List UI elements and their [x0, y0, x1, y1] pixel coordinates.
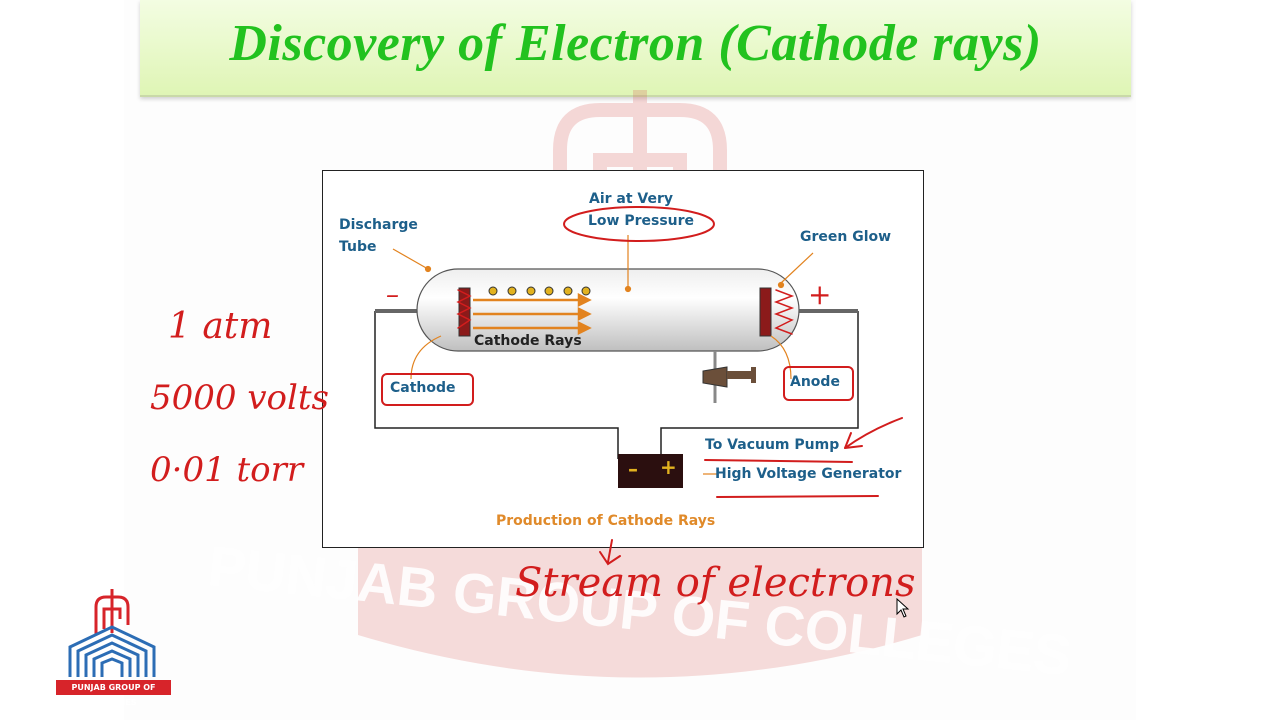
circuit-wire-right [660, 311, 859, 459]
label-low-pressure: Low Pressure [588, 213, 695, 229]
diagram-caption: Production of Cathode Rays [496, 513, 716, 529]
annotation-pressure-torr: 0·01 torr [150, 450, 304, 490]
label-cathode-rays: Cathode Rays [474, 333, 582, 349]
annotation-stream: Stream of electrons [515, 560, 916, 606]
cathode-ray-arrows [473, 292, 592, 336]
label-discharge: Discharge [339, 217, 418, 233]
college-logo-icon [68, 589, 156, 677]
label-anode: Anode [790, 374, 840, 390]
mouse-cursor-icon [896, 598, 910, 618]
label-tube: Tube [339, 239, 377, 255]
label-green-glow: Green Glow [800, 229, 892, 245]
annotation-plus: + [808, 278, 832, 311]
anode-plate [759, 287, 772, 337]
generator-plus-sign: + [660, 455, 677, 479]
generator-minus-sign: – [628, 457, 638, 481]
electron-dots [488, 286, 591, 296]
label-vacuum-pump: To Vacuum Pump [705, 437, 840, 453]
valve-handle [727, 371, 753, 379]
annotation-pressure-atm: 1 atm [168, 306, 273, 347]
logo-caption: PUNJAB GROUP OF COLLEGES [56, 680, 171, 707]
annotation-voltage: 5000 volts [150, 378, 329, 418]
label-air: Air at Very [589, 191, 674, 207]
cathode-plate [458, 287, 471, 337]
title-bar: Discovery of Electron (Cathode rays) [140, 0, 1131, 97]
slide-title: Discovery of Electron (Cathode rays) [229, 15, 1042, 72]
voltage-generator [618, 454, 683, 488]
label-high-voltage: High Voltage Generator [715, 466, 902, 482]
cathode-ray-diagram: Air at Very Low Pressure Discharge Tube … [322, 170, 924, 548]
label-cathode: Cathode [390, 380, 456, 396]
valve-icon [702, 366, 728, 388]
annotation-minus: – [386, 280, 399, 310]
circuit-wire-left [374, 311, 619, 459]
